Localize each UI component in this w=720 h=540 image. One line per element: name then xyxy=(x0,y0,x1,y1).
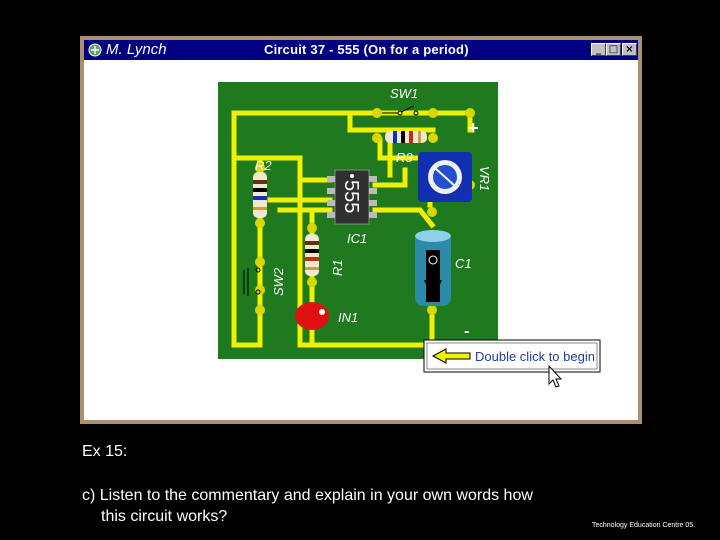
resistor-r2 xyxy=(253,172,267,218)
switch-sw2[interactable] xyxy=(243,267,261,296)
window-title: Circuit 37 - 555 (On for a period) xyxy=(264,42,469,57)
r1-label: R1 xyxy=(330,259,345,276)
pcb-pads xyxy=(255,108,475,315)
switch-sw1[interactable] xyxy=(382,105,419,116)
potentiometer-vr1[interactable] xyxy=(418,152,472,202)
exercise-number: Ex 15: xyxy=(82,443,128,460)
question-line-1: c) Listen to the commentary and explain … xyxy=(82,487,533,504)
vr1-label: VR1 xyxy=(477,166,492,191)
led-label: IN1 xyxy=(338,310,358,325)
r3-label: R3 xyxy=(396,150,413,165)
resistor-r1 xyxy=(305,234,319,276)
question-line-2: this circuit works? xyxy=(101,508,228,525)
minus-label: - xyxy=(464,323,469,340)
resistor-r3 xyxy=(385,131,427,143)
window-author: M. Lynch xyxy=(106,41,167,58)
led-in1 xyxy=(295,302,329,330)
maximize-button[interactable]: □ xyxy=(606,43,621,56)
plus-label: + xyxy=(468,118,479,138)
app-icon xyxy=(88,43,102,57)
sw1-label: SW1 xyxy=(390,86,418,101)
ic-555-chip xyxy=(327,169,377,225)
credit-text: Technology Education Centre 05. xyxy=(592,522,696,529)
capacitor-c1 xyxy=(415,230,451,306)
ic-chip-label: 555 xyxy=(340,180,362,213)
title-bar[interactable]: M. Lynch Circuit 37 - 555 (On for a peri… xyxy=(84,40,638,60)
r2-label: R2 xyxy=(255,158,272,173)
sw2-label: SW2 xyxy=(271,267,286,296)
close-button[interactable]: × xyxy=(622,43,637,56)
begin-hint-text[interactable]: Double click to begin xyxy=(475,349,595,364)
begin-hint-box[interactable] xyxy=(423,339,601,373)
mouse-cursor-icon xyxy=(548,364,563,388)
minimize-button[interactable]: _ xyxy=(591,43,606,56)
ic1-label: IC1 xyxy=(347,231,367,246)
c1-label: C1 xyxy=(455,256,472,271)
